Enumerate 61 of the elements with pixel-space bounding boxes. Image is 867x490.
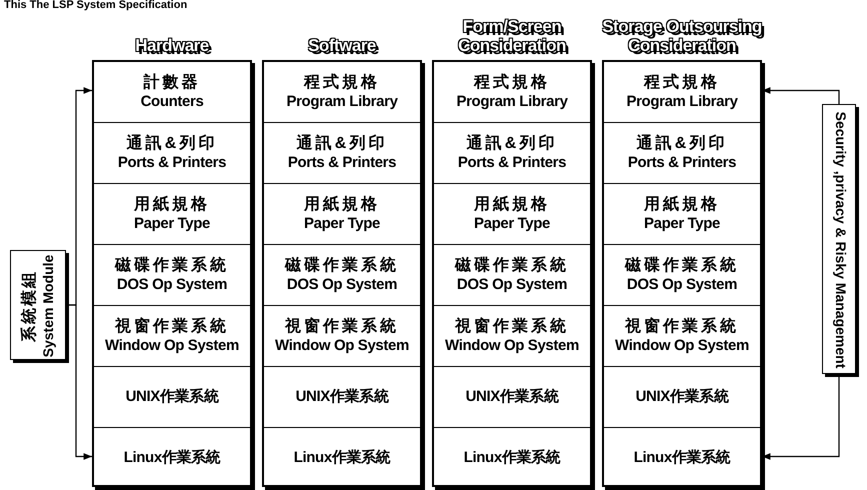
cell-label: Paper Type (134, 214, 210, 234)
connector-arrow (66, 304, 92, 460)
cell-label: UNIX作業系統 (296, 388, 388, 406)
cell-label: Program Library (456, 92, 568, 112)
cell-label: Program Library (626, 92, 738, 112)
cell-label: DOS Op System (116, 276, 228, 294)
cell-label: Paper Type (644, 214, 720, 234)
chinese-label: 磁碟作業系統 (455, 256, 569, 276)
column-heading: Storage Outsoursing Consideration (596, 16, 768, 56)
chinese-label: 通訊&列印 (296, 134, 388, 154)
column-heading: Software (256, 36, 428, 56)
chinese-label: 用紙規格 (474, 194, 550, 215)
cell-label: Program Library (286, 92, 398, 112)
chinese-label: 磁碟作業系統 (285, 256, 399, 276)
cell-label: UNIX作業系統 (466, 388, 558, 406)
cell-label: UNIX作業系統 (636, 388, 728, 406)
cell-label: Window Op System (105, 336, 239, 356)
side-label: System Module (40, 254, 58, 358)
side-box (822, 104, 856, 374)
column-heading: Form/Screen Consideration (426, 16, 598, 56)
chinese-label: 計數器 (144, 72, 200, 93)
cell-label: Linux作業系統 (294, 449, 390, 468)
cell-label: Window Op System (275, 336, 409, 356)
chinese-label: 通訊&列印 (636, 134, 728, 154)
cell-label: DOS Op System (626, 276, 738, 294)
chinese-label: 視窗作業系統 (115, 316, 229, 337)
cell-label: DOS Op System (286, 276, 398, 294)
cell-label: Linux作業系統 (124, 449, 220, 468)
cell-label: Ports & Printers (458, 154, 566, 172)
cell-label: Linux作業系統 (464, 449, 560, 468)
chinese-label: 用紙規格 (644, 194, 720, 215)
chinese-label: 通訊&列印 (466, 134, 558, 154)
side-label: 系統模組 (20, 270, 40, 342)
chinese-label: 程式規格 (644, 72, 720, 93)
cell-label: DOS Op System (456, 276, 568, 294)
chinese-label: 通訊&列印 (126, 134, 218, 154)
cell-label: Paper Type (474, 214, 550, 234)
chinese-label: 磁碟作業系統 (115, 256, 229, 276)
connector-arrow (762, 87, 840, 104)
chinese-label: 用紙規格 (134, 194, 210, 215)
connector-arrow (762, 374, 840, 460)
chinese-label: 程式規格 (474, 72, 550, 93)
cell-label: Window Op System (615, 336, 749, 356)
cell-label: Ports & Printers (288, 154, 396, 172)
cell-label: Linux作業系統 (634, 449, 730, 468)
chinese-label: 用紙規格 (304, 194, 380, 215)
column-heading: Hardware (86, 36, 258, 56)
diagram-title: This The LSP System Specification (4, 0, 188, 11)
side-box (10, 250, 66, 360)
chinese-label: 視窗作業系統 (285, 316, 399, 337)
cell-label: Counters (140, 92, 204, 112)
cell-label: Paper Type (304, 214, 380, 234)
side-label: Security ,privacy & Risky Management (832, 112, 849, 368)
chinese-label: 磁碟作業系統 (625, 256, 739, 276)
cell-label: Window Op System (445, 336, 579, 356)
chinese-label: 視窗作業系統 (625, 316, 739, 337)
cell-label: Ports & Printers (628, 154, 736, 172)
chinese-label: 視窗作業系統 (455, 316, 569, 337)
chinese-label: 程式規格 (304, 72, 380, 93)
cell-label: UNIX作業系統 (126, 388, 218, 406)
cell-label: Ports & Printers (118, 154, 226, 172)
